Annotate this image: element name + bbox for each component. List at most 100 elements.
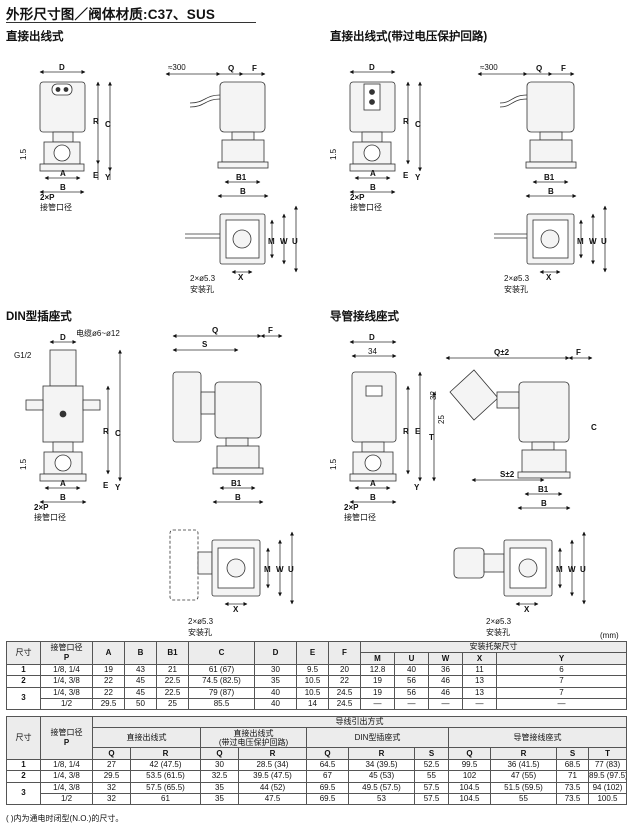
section-direct-wire: 直接出线式 [6, 31, 64, 43]
dim-label: E [103, 481, 109, 490]
table-cell: 24.5 [328, 686, 361, 699]
dim-label: F [561, 64, 566, 73]
table-cell: 25 [156, 697, 189, 711]
t2-col: Q [92, 747, 131, 760]
dim-label: Q [536, 64, 542, 73]
table-cell: 6 [495, 663, 628, 677]
conduit-side-view [445, 356, 593, 510]
t2-subgroup: 直接出线式 (带过电压保护回路) [200, 727, 307, 749]
dim-label: Q±2 [494, 348, 510, 357]
table-cell: 57.5 [414, 781, 449, 794]
table-cell: 2 [6, 675, 41, 688]
dim-label: U [288, 565, 294, 574]
table-cell: 10.5 [296, 686, 329, 699]
table-cell: 3 [6, 686, 41, 711]
dim-label: E [403, 171, 409, 180]
table-cell: 45 [124, 686, 157, 699]
table-cell: 11 [462, 663, 497, 677]
dim-label: ≈300 [168, 63, 186, 72]
table-cell: 64.5 [306, 758, 349, 772]
dim-label: 2×ø5.3 [486, 617, 512, 626]
table-cell: 3 [6, 781, 41, 806]
dim-label: 1.5 [19, 458, 28, 470]
dim-label: 接管口径 [40, 202, 72, 212]
dim-label: W [589, 237, 597, 246]
table-cell: 35 [200, 792, 239, 806]
table-cell: 55 [414, 770, 449, 783]
table-cell: 22.5 [156, 686, 189, 699]
title-rule [6, 22, 256, 23]
table-cell: 73.5 [556, 781, 589, 794]
table-cell: 32 [92, 781, 131, 794]
table-cell: 19 [92, 663, 125, 677]
section-din: DIN型插座式 [6, 311, 72, 323]
table-cell: 27 [92, 758, 131, 772]
dim-label: 1.5 [329, 148, 338, 160]
dim-label: S±2 [500, 470, 515, 479]
table-cell: 89.5 (97.5) [587, 770, 628, 783]
table-cell: 21 [156, 663, 189, 677]
t1-col: B [124, 641, 157, 665]
table-cell: 35 [200, 781, 239, 794]
table-cell: 1/4, 3/8 [40, 781, 93, 794]
table-cell: 1/8, 1/4 [40, 758, 93, 772]
dim-label: 2×P [344, 503, 359, 512]
dim-label: W [280, 237, 288, 246]
dim-label: Y [415, 173, 421, 182]
dim-label: G1/2 [14, 351, 32, 360]
protect-bottom-view [494, 205, 607, 274]
t2-col: R [238, 747, 307, 760]
dim-label: M [268, 237, 275, 246]
dim-label: R [103, 427, 109, 436]
t2-col: R [490, 747, 557, 760]
section-conduit: 导管接线座式 [330, 311, 399, 323]
table-cell: 14 [296, 697, 329, 711]
dim-label: B1 [538, 485, 549, 494]
dim-label: D [369, 63, 375, 72]
table-cell: 1/8, 1/4 [40, 663, 93, 677]
table-cell: 19 [360, 675, 395, 688]
table-cell: 29.5 [92, 697, 125, 711]
table-cell: 2 [6, 770, 41, 783]
t1-bracket-col: Y [495, 652, 628, 665]
table-cell: 94 (102) [587, 781, 628, 794]
table-cell: 55 [490, 792, 557, 806]
t1-col: D [254, 641, 297, 665]
dim-label: Y [115, 483, 121, 492]
table-cell: 45 [124, 675, 157, 688]
dim-label: F [576, 348, 581, 357]
dim-label: 接管口径 [34, 512, 66, 522]
table-cell: 77 (83) [587, 758, 628, 772]
dim-label: D [369, 333, 375, 342]
unit-label: (mm) [600, 631, 619, 640]
dim-label: Q [228, 64, 234, 73]
table-cell: 13 [462, 675, 497, 688]
table-cell: — [495, 697, 628, 711]
table-cell: 19 [360, 686, 395, 699]
din-bottom-view [169, 529, 294, 606]
dim-label: 2×P [34, 503, 49, 512]
table-cell: 22 [92, 686, 125, 699]
t2-col: T [587, 747, 628, 760]
dim-label: 25 [437, 415, 446, 424]
table-cell: 28.5 (34) [238, 758, 307, 772]
dim-label: X [233, 605, 239, 614]
table-cell: 44 (52) [238, 781, 307, 794]
t2-subgroup: 导管接线座式 [447, 727, 628, 749]
direct-bottom-view [185, 205, 298, 274]
dim-label: U [292, 237, 298, 246]
dim-label: A [60, 169, 66, 178]
t2-group: 导线引出方式 [91, 715, 628, 729]
table-cell: 56 [394, 675, 429, 688]
dim-label: E [415, 427, 421, 436]
table-cell: — [428, 697, 463, 711]
table-cell: 12.8 [360, 663, 395, 677]
